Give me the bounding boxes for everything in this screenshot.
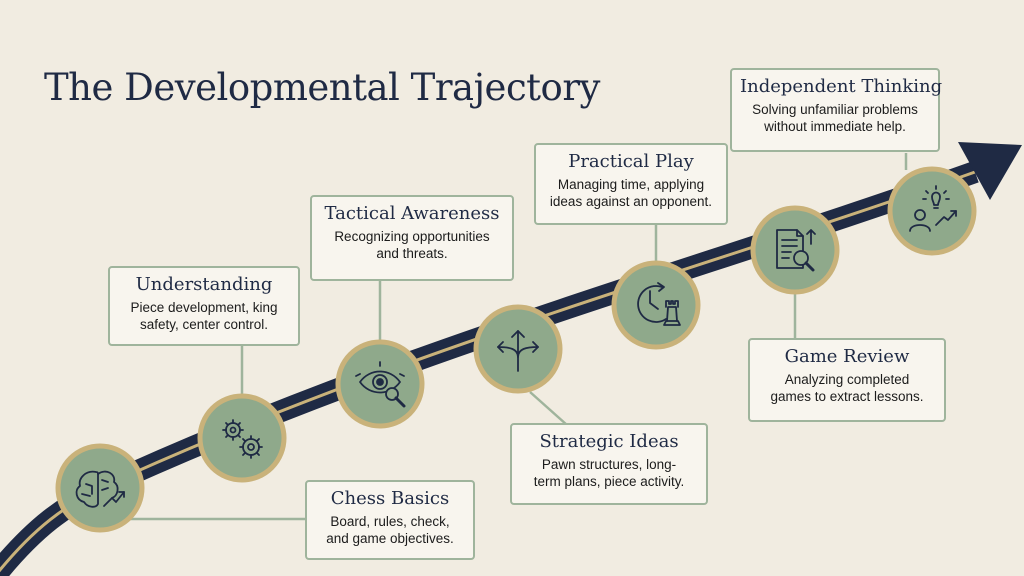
card-description-line: ideas against an opponent.	[549, 194, 713, 209]
card-title: Practical Play	[568, 151, 694, 172]
card-description: Analyzing completed games to extract less…	[758, 371, 936, 405]
document-magnifier-icon	[776, 229, 816, 272]
clock-rook-icon	[637, 282, 681, 326]
card-description: Recognizing opportunities and threats.	[320, 228, 504, 262]
card-description: Pawn structures, long-term plans, piece …	[520, 456, 698, 490]
card-title: Game Review	[784, 346, 910, 367]
node-independent-thinking	[887, 166, 977, 256]
node-game-review	[750, 205, 840, 295]
card-description-line: Piece development, king	[130, 300, 278, 315]
card-strategic-ideas: Strategic Ideas Pawn structures, long-te…	[510, 423, 708, 505]
connector-strategic-ideas	[529, 391, 568, 426]
node-practical-play	[611, 260, 701, 350]
card-description: Managing time, applying ideas against an …	[544, 176, 718, 210]
card-description: Board, rules, check, and game objectives.	[315, 513, 465, 547]
card-description-line: Managing time, applying	[557, 177, 705, 192]
card-independent-thinking: Independent Thinking Solving unfamiliar …	[730, 68, 943, 152]
card-description-line: Analyzing completed	[784, 372, 910, 387]
card-chess-basics: Chess Basics Board, rules, check, and gam…	[305, 480, 475, 560]
card-description-line: games to extract lessons.	[770, 389, 924, 404]
card-description-line: and game objectives.	[326, 531, 454, 546]
card-title: Strategic Ideas	[539, 431, 679, 452]
card-description-line: Solving unfamiliar problems	[752, 102, 918, 117]
person-lightbulb-icon	[909, 185, 957, 232]
eye-magnifier-icon	[355, 361, 406, 408]
card-title: Tactical Awareness	[324, 203, 500, 224]
card-description-line: Pawn structures, long-	[541, 457, 677, 472]
card-description-line: term plans, piece activity.	[533, 474, 685, 489]
node-understanding	[197, 393, 287, 483]
card-description-line: Board, rules, check,	[330, 514, 450, 529]
card-description-line: safety, center control.	[139, 317, 269, 332]
card-description-line: Recognizing opportunities	[334, 229, 490, 244]
brain-growth-icon	[75, 470, 125, 508]
card-title: Chess Basics	[330, 488, 450, 509]
card-tactical-awareness: Tactical Awareness Recognizing opportuni…	[310, 195, 514, 281]
card-description-line: without immediate help.	[764, 119, 906, 134]
trajectory-arrowhead	[958, 142, 1022, 200]
card-description-line: and threats.	[376, 246, 448, 261]
card-title: Understanding	[135, 274, 273, 295]
node-chess-basics	[55, 443, 145, 533]
branching-arrows-icon	[497, 330, 539, 372]
gears-icon	[222, 419, 263, 459]
card-description: Piece development, king safety, center co…	[118, 299, 290, 333]
card-practical-play: Practical Play Managing time, applying id…	[534, 143, 728, 225]
card-description: Solving unfamiliar problems without immed…	[740, 101, 930, 135]
card-title: Independent Thinking	[740, 76, 943, 97]
card-game-review: Game Review Analyzing completed games to …	[748, 338, 946, 422]
page-title: The Developmental Trajectory	[44, 66, 600, 109]
card-understanding: Understanding Piece development, king saf…	[108, 266, 300, 346]
